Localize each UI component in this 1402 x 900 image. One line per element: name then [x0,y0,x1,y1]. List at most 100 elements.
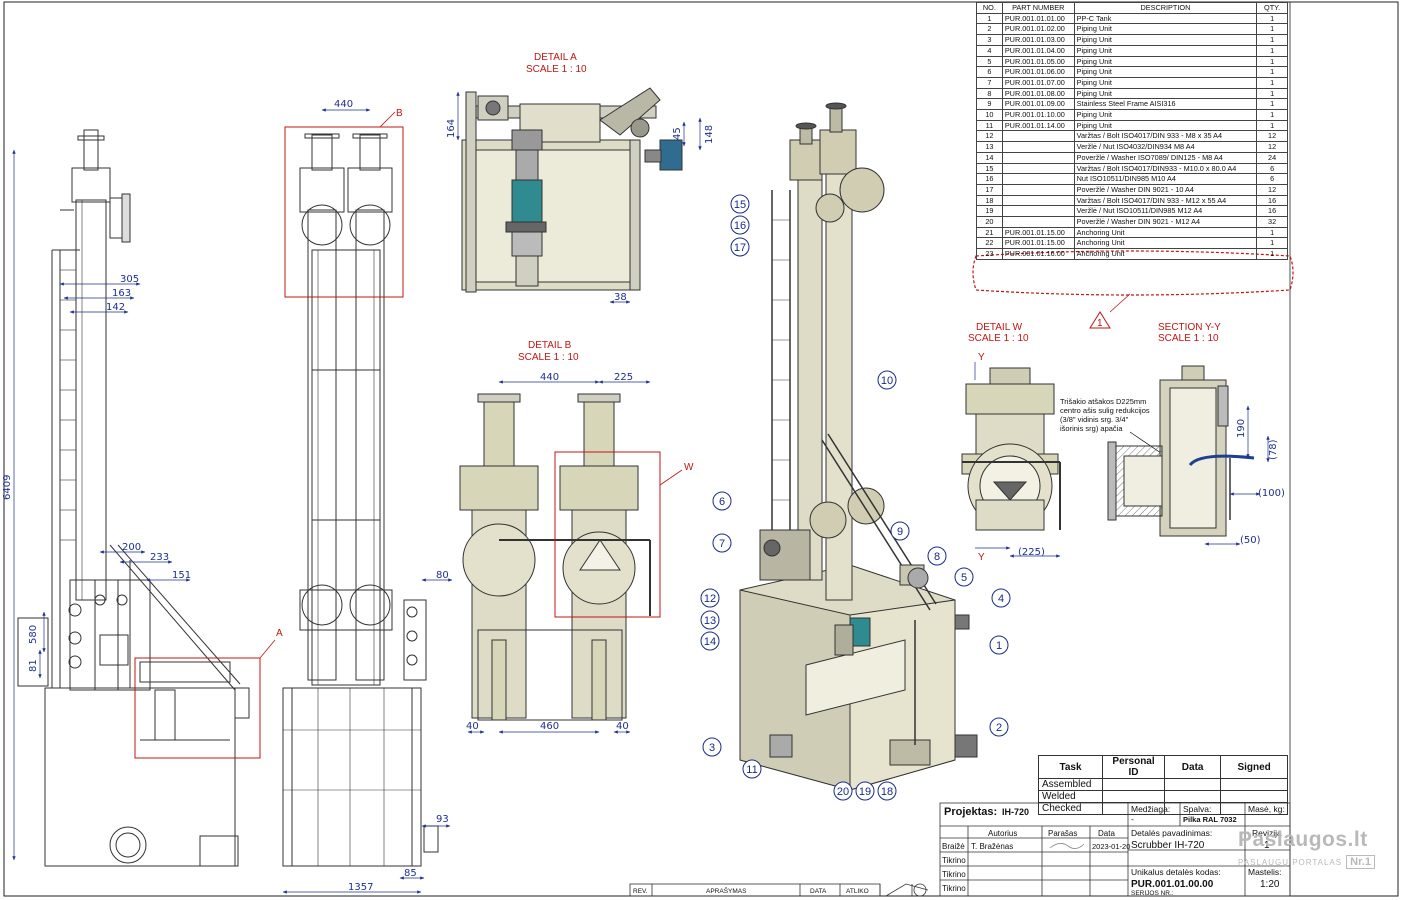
side-view [17,129,250,867]
dim-b-225: 225 [614,372,633,383]
rev-header-data: DATA [810,888,827,895]
bom-cell-qty: 32 [1256,216,1288,228]
dim-yy-50: (50) [1240,535,1261,546]
detail-a-callout-box [134,657,261,759]
bom-cell-part-number: PUR.001.01.05.00 [1001,55,1075,68]
braize-date: 2023-01-20 [1092,842,1130,851]
dim-yy-190: 190 [1236,419,1247,438]
part-balloon-number: 10 [881,375,893,387]
side-view-dimensions [12,149,191,861]
bom-cell-no: 7 [976,76,1003,89]
section-y-label-top: Y [978,352,985,363]
detail-w-scale: SCALE 1 : 10 [968,333,1029,344]
bom-cell-part-number: PUR.001.01.02.00 [1001,23,1075,36]
bom-cell-no: 16 [976,173,1003,185]
bom-cell-no: 6 [976,66,1003,78]
part-balloon: 20 [833,781,853,801]
bom-cell-part-number: PUR.001.01.07.00 [1001,76,1075,89]
bom-cell-no: 20 [976,216,1003,228]
bom-cell-no: 21 [976,226,1003,239]
part-balloon-number: 12 [704,593,716,605]
revizija-value: 1 [1264,840,1270,851]
part-balloon-number: 3 [709,742,715,754]
watermark-tagline: PASLAUGŲ PORTALAS [1238,858,1343,867]
bom-cell-description: Piping Unit [1073,23,1258,36]
bom-cell-description: Anchoring Unit [1073,248,1258,260]
signature-mark [1049,843,1085,849]
dim-w-225: (225) [1018,547,1045,558]
bom-cell-part-number [1001,173,1075,185]
bom-cell-description: Varžtas / Bolt ISO4017/DIN 933 - M8 x 35… [1073,130,1258,143]
bom-cell-qty: 6 [1256,173,1288,185]
dim-front-440: 440 [334,99,353,110]
part-balloon: 2 [989,717,1009,737]
bom-cell-part-number: PUR.001.01.10.00 [1001,109,1075,121]
bom-cell-no: 18 [976,194,1003,207]
bom-header-part-number: PART NUMBER [1001,2,1075,14]
bom-row: 12 Varžtas / Bolt ISO4017/DIN 933 - M8 x … [976,130,1288,143]
bom-cell-description: Veržlė / Nut ISO10511/DIN985 M12 A4 [1073,205,1258,218]
part-balloon: 8 [927,546,947,566]
section-yy-view [1107,365,1255,537]
bom-cell-description: Nut ISO10511/DIN985 M10 A4 [1073,173,1258,185]
bom-cell-description: Anchoring Unit [1073,226,1258,239]
watermark-brand: Paslaugos.lt [1238,828,1368,851]
bom-cell-qty: 1 [1256,248,1288,260]
bom-cell-qty: 1 [1256,226,1288,239]
detail-w-title: DETAIL W [976,322,1023,333]
bom-cell-part-number [1001,130,1075,143]
note-line-3: (3/8" vidinis srg. 3/4" [1060,415,1129,424]
detail-a-title: DETAIL A [534,52,577,63]
medziaga-value: - [1131,814,1134,824]
signoff-task: Welded [1037,790,1104,803]
part-balloon-number: 9 [897,526,903,538]
dim-front-80: 80 [436,570,449,581]
revizija-label: Revizija [1252,828,1282,838]
bom-cell-qty: 1 [1256,76,1288,89]
part-balloon-number: 16 [734,220,746,232]
parasas-label: Parašas [1048,829,1077,838]
autorius-label: Autorius [988,829,1017,838]
bom-cell-no: 5 [976,55,1003,68]
signoff-row: Welded [1037,790,1288,803]
detail-w-callout-box [554,451,661,618]
dim-front-93: 93 [436,814,449,825]
warning-triangle-number: 1 [1097,318,1103,329]
part-balloon: 13 [700,610,720,630]
tikrino-2: Tikrino [942,870,966,879]
dim-front-1357: 1357 [348,882,373,893]
front-view-dimensions [282,108,453,894]
bom-cell-description: Poveržlė / Washer DIN 9021 - 10 A4 [1073,183,1258,196]
bom-cell-no: 12 [976,130,1003,143]
detail-b-callout-box [284,126,404,298]
bom-cell-description: Poveržlė / Washer ISO7089/ DIN125 - M8 A… [1073,151,1258,164]
bom-cell-description: Piping Unit [1073,76,1258,89]
detales-pav-label: Detalės pavadinimas: [1131,828,1212,838]
part-balloon: 5 [954,567,974,587]
dim-a-38: 38 [614,292,627,303]
bom-cell-description: Piping Unit [1073,34,1258,46]
part-balloon-number: 11 [746,764,757,776]
dim-a-148: 148 [704,125,715,144]
projektas-value: IH-720 [1002,807,1029,817]
callout-a-label: A [276,628,283,639]
dim-side-height: 6409 [2,475,13,500]
bom-cell-no: 22 [976,237,1003,250]
bom-cell-description: Varžtas / Bolt ISO4017/DIN 933 - M12 x 5… [1073,194,1258,207]
bom-cell-no: 8 [976,87,1003,100]
dim-side-163: 163 [112,288,131,299]
dim-b-460: 460 [540,721,559,732]
bom-cell-part-number: PUR.001.01.14.00 [1001,119,1075,132]
part-balloon: 17 [730,237,750,257]
warning-triangle-icon [1089,311,1111,329]
section-y-label-bottom: Y [978,552,985,563]
bom-cell-part-number [1001,151,1075,164]
dim-front-85: 85 [404,868,417,879]
tikrino-3: Tikrino [942,884,966,893]
